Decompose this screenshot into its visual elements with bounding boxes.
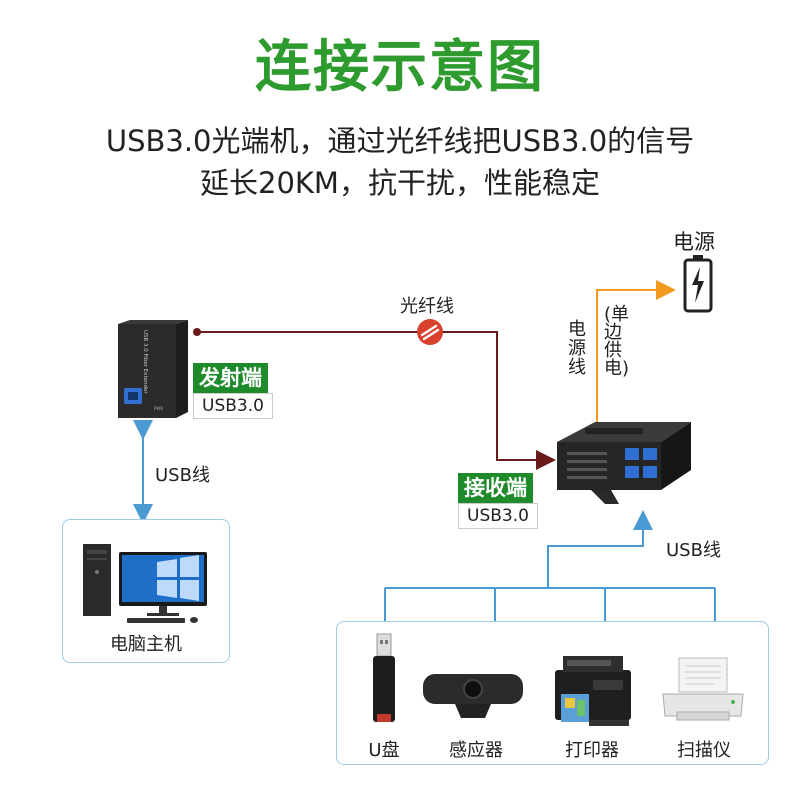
power-cable-line xyxy=(596,280,676,425)
usb-drive-icon xyxy=(359,632,409,730)
device-label-sensor: 感应器 xyxy=(449,740,503,761)
printer-icon xyxy=(549,650,637,732)
receiver-device xyxy=(555,418,693,506)
svg-text:PWR: PWR xyxy=(154,406,163,411)
device-label-scanner: 扫描仪 xyxy=(677,740,731,761)
host-panel: 电脑主机 xyxy=(62,519,230,663)
receiver-port-label: USB3.0 xyxy=(458,503,538,529)
transmitter-label: 发射端 xyxy=(193,363,268,393)
fiber-connector-icon xyxy=(416,318,444,346)
subtitle-line-2: 延长20KM，抗干扰，性能稳定 xyxy=(200,166,600,200)
usb-cable-left-label: USB线 xyxy=(155,465,210,486)
device-label-printer: 打印器 xyxy=(565,740,619,761)
scanner-icon xyxy=(657,654,749,726)
transmitter-device: USB 3.0 Fiber Extender PWR xyxy=(110,318,192,422)
devices-panel: U盘 感应器 打印器 扫描仪 xyxy=(336,621,769,765)
power-label: 电源 xyxy=(673,230,715,254)
host-label: 电脑主机 xyxy=(110,634,182,655)
fiber-cable-label: 光纤线 xyxy=(400,296,454,317)
usb-cable-right-tree xyxy=(384,510,716,622)
fiber-cable-line xyxy=(193,328,556,470)
sensor-icon xyxy=(419,668,529,724)
transmitter-port-label: USB3.0 xyxy=(193,393,273,419)
subtitle-line-1: USB3.0光端机，通过光纤线把USB3.0的信号 xyxy=(105,124,695,158)
transmitter-print-text: USB 3.0 Fiber Extender xyxy=(142,330,148,394)
device-label-usb-drive: U盘 xyxy=(368,740,400,761)
battery-icon xyxy=(683,255,713,313)
single-side-power-label: (单边供电) xyxy=(604,304,630,379)
computer-icon xyxy=(77,542,217,624)
usb-cable-right-label: USB线 xyxy=(666,540,721,561)
page-title: 连接示意图 xyxy=(255,35,545,100)
receiver-label: 接收端 xyxy=(458,473,533,503)
power-cable-label: 电源线 xyxy=(568,319,586,378)
